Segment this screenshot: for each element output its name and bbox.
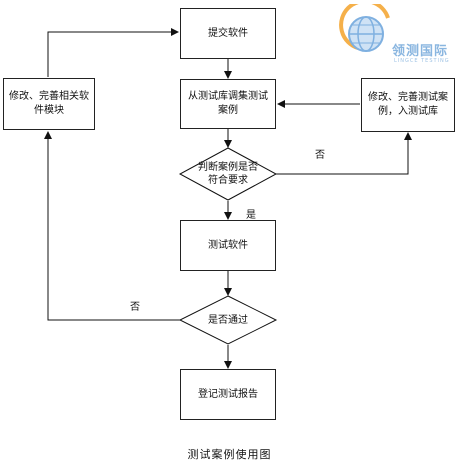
pass-label: 是否通过 — [208, 314, 248, 326]
select-test-cases-box: 从测试库调集测试案例 — [180, 79, 276, 129]
logo-subtitle: LINGCE TESTING — [394, 58, 450, 64]
edge-modify-module-to-submit — [47, 28, 179, 77]
edge-judge-to-modify-cases — [276, 132, 412, 175]
diagram-caption: 测试案例使用图 — [187, 448, 272, 461]
modify-test-cases-box: 修改、完善测试案例，入测试库 — [361, 78, 455, 132]
judge-label: 判断案例是否符合要求 — [198, 162, 258, 186]
judge-diamond — [178, 147, 278, 201]
edge-pass-to-modify-module — [44, 131, 180, 321]
modify-module-box: 修改、完善相关软件模块 — [3, 78, 95, 130]
test-software-box: 测试软件 — [180, 220, 276, 271]
register-report-box: 登记测试报告 — [180, 369, 276, 420]
logo-name: 领测国际 — [392, 44, 449, 59]
pass-no-label: 否 — [130, 302, 140, 313]
lingce-logo-icon — [339, 4, 390, 52]
submit-software-box: 提交软件 — [180, 8, 276, 59]
judge-yes-label: 是 — [246, 210, 256, 221]
judge-no-label: 否 — [315, 150, 325, 161]
pass-diamond — [178, 295, 278, 345]
